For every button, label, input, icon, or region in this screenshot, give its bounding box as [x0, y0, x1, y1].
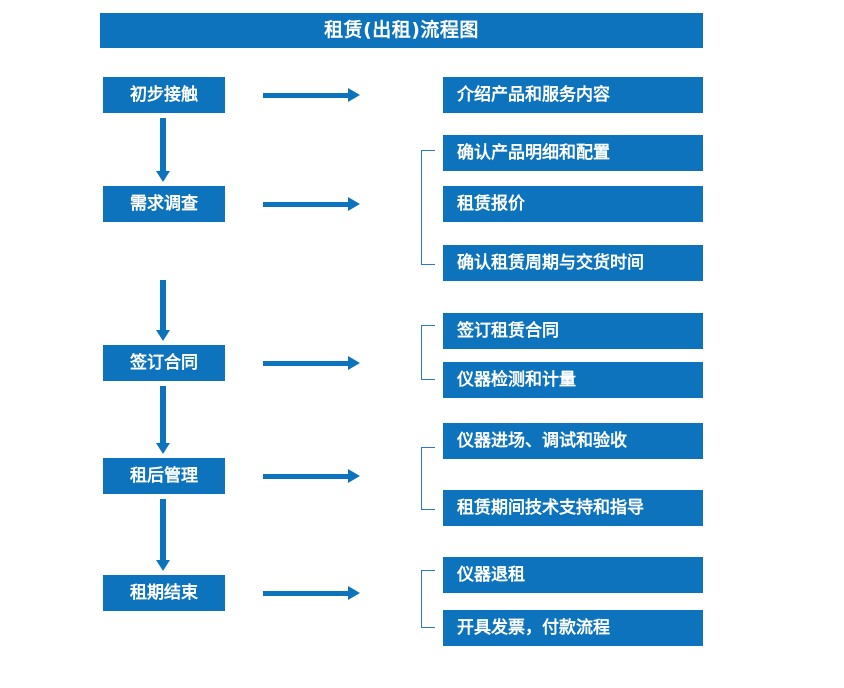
detail-node-label: 仪器检测和计量: [457, 369, 576, 390]
detail-node-confirm-product-spec[interactable]: 确认产品明细和配置: [443, 135, 703, 171]
arrow-head-right-icon: [348, 88, 360, 102]
arrow-shaft: [263, 93, 349, 98]
stage-node-label: 租期结束: [130, 582, 198, 603]
diagram-title: 租赁(出租)流程图: [324, 19, 479, 41]
vertical-arrow-3: [156, 386, 170, 454]
arrow-head-down-icon: [156, 330, 170, 341]
arrow-head-right-icon: [348, 586, 360, 600]
stage-node-label: 需求调查: [130, 193, 198, 214]
stage-node-label: 租后管理: [130, 465, 198, 486]
stage-node-initial-contact[interactable]: 初步接触: [103, 77, 225, 113]
arrow-head-right-icon: [348, 469, 360, 483]
arrow-shaft: [160, 280, 166, 330]
arrow-head-down-icon: [156, 171, 170, 182]
arrow-shaft: [160, 499, 166, 560]
horizontal-arrow-1: [263, 88, 360, 102]
group-bracket-sign-contract: [421, 325, 435, 380]
detail-node-instrument-inspection[interactable]: 仪器检测和计量: [443, 362, 703, 398]
detail-node-label: 确认产品明细和配置: [457, 142, 610, 163]
stage-node-label: 签订合同: [130, 352, 198, 373]
arrow-shaft: [160, 386, 166, 443]
detail-node-introduce-products[interactable]: 介绍产品和服务内容: [443, 77, 703, 113]
arrow-head-down-icon: [156, 560, 170, 571]
detail-node-label: 开具发票，付款流程: [457, 617, 610, 638]
stage-node-demand-survey[interactable]: 需求调查: [103, 186, 225, 222]
detail-node-label: 租赁报价: [457, 193, 525, 214]
diagram-title-bar: 租赁(出租)流程图: [100, 13, 703, 48]
horizontal-arrow-2: [263, 197, 360, 211]
arrow-head-down-icon: [156, 443, 170, 454]
detail-node-label: 租赁期间技术支持和指导: [457, 497, 644, 518]
detail-node-rental-quotation[interactable]: 租赁报价: [443, 186, 703, 222]
arrow-shaft: [263, 202, 349, 207]
arrow-shaft: [160, 118, 166, 171]
horizontal-arrow-5: [263, 586, 360, 600]
arrow-shaft: [263, 591, 349, 596]
horizontal-arrow-3: [263, 356, 360, 370]
stage-node-post-rental-management[interactable]: 租后管理: [103, 458, 225, 494]
group-bracket-lease-end: [421, 570, 435, 628]
detail-node-confirm-lease-period[interactable]: 确认租赁周期与交货时间: [443, 245, 703, 281]
detail-node-sign-lease-contract[interactable]: 签订租赁合同: [443, 313, 703, 349]
group-bracket-demand-survey: [421, 150, 435, 265]
arrow-shaft: [263, 474, 349, 479]
group-bracket-post-rental-management: [421, 447, 435, 510]
stage-node-sign-contract[interactable]: 签订合同: [103, 345, 225, 381]
detail-node-label: 仪器退租: [457, 564, 525, 585]
detail-node-label: 介绍产品和服务内容: [457, 84, 610, 105]
stage-node-lease-end[interactable]: 租期结束: [103, 575, 225, 611]
detail-node-label: 签订租赁合同: [457, 320, 559, 341]
stage-node-label: 初步接触: [130, 84, 198, 105]
detail-node-instrument-delivery[interactable]: 仪器进场、调试和验收: [443, 423, 703, 459]
detail-node-technical-support[interactable]: 租赁期间技术支持和指导: [443, 490, 703, 526]
arrow-shaft: [263, 361, 349, 366]
detail-node-instrument-return[interactable]: 仪器退租: [443, 557, 703, 593]
arrow-head-right-icon: [348, 197, 360, 211]
detail-node-label: 确认租赁周期与交货时间: [457, 252, 644, 273]
vertical-arrow-4: [156, 499, 170, 571]
vertical-arrow-2: [156, 280, 170, 341]
arrow-head-right-icon: [348, 356, 360, 370]
horizontal-arrow-4: [263, 469, 360, 483]
detail-node-invoice-and-payment[interactable]: 开具发票，付款流程: [443, 610, 703, 646]
detail-node-label: 仪器进场、调试和验收: [457, 430, 627, 451]
vertical-arrow-1: [156, 118, 170, 182]
